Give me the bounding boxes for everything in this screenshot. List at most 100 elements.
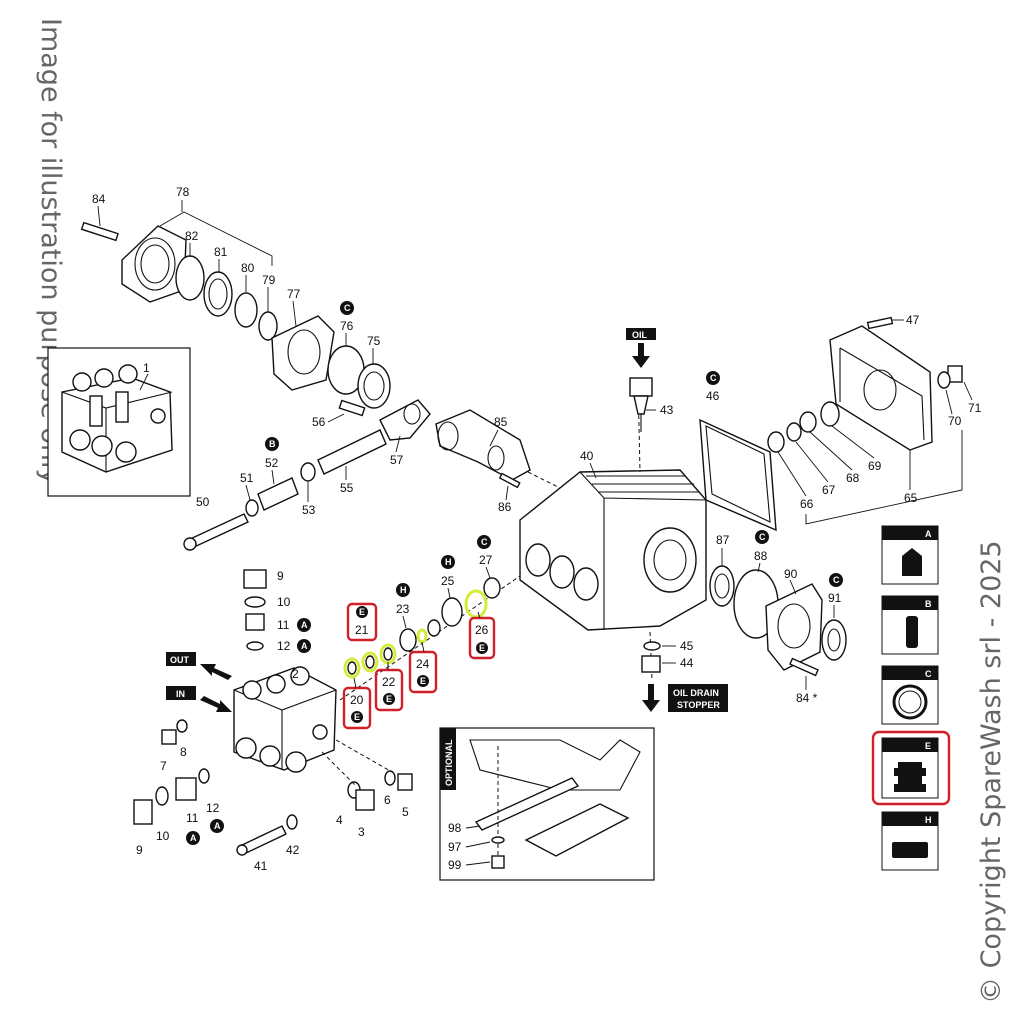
badge-c-76 xyxy=(340,301,354,315)
svg-text:A: A xyxy=(925,529,932,539)
part-label-11b: 11 xyxy=(186,811,199,825)
part-label-82: 82 xyxy=(185,229,199,243)
part-label-9b: 9 xyxy=(136,843,143,857)
badge-a-11a xyxy=(297,618,311,632)
part-label-90: 90 xyxy=(784,567,798,581)
legend-item-a: A xyxy=(881,525,939,585)
oil-tag xyxy=(626,328,656,340)
valve-cap-icon xyxy=(902,548,922,576)
plunger-icon xyxy=(906,616,918,648)
plug-7 xyxy=(161,729,177,745)
manifold xyxy=(233,666,337,773)
optional-tag-text: OPTIONAL xyxy=(444,739,454,786)
out-tag xyxy=(166,652,196,666)
oil-filler-plug xyxy=(629,377,653,432)
part-label-78: 78 xyxy=(176,185,190,199)
legend-item-e: E xyxy=(881,737,939,799)
part-label-70: 70 xyxy=(948,414,962,428)
part-label-20: 20 xyxy=(350,693,364,707)
part-label-71: 71 xyxy=(968,401,982,415)
badge-c-91-letter: C xyxy=(833,575,840,585)
badge-a-11b-letter: A xyxy=(190,833,197,843)
part-label-23: 23 xyxy=(396,602,410,616)
part-label-22: 22 xyxy=(382,675,396,689)
legend-e-highlight-box xyxy=(871,730,951,806)
legend-item-h: H xyxy=(881,811,939,871)
badge-e-22-letter: E xyxy=(386,694,392,704)
badge-e-21 xyxy=(356,606,368,618)
oil-arrow-icon xyxy=(632,343,650,368)
part-label-91: 91 xyxy=(828,591,842,605)
out-tag-text: OUT xyxy=(170,655,190,665)
cover-gasket xyxy=(699,418,777,532)
part-label-86: 86 xyxy=(498,500,512,514)
part-label-55: 55 xyxy=(340,481,354,495)
badge-h-25 xyxy=(441,555,455,569)
part-label-69: 69 xyxy=(868,459,882,473)
stopper-tag-text: STOPPER xyxy=(677,700,720,710)
part-label-87: 87 xyxy=(716,533,730,547)
part-label-42: 42 xyxy=(286,843,300,857)
part-label-79: 79 xyxy=(262,273,276,287)
part-label-97: 97 xyxy=(448,840,462,854)
valve-top xyxy=(245,613,265,631)
part-label-43: 43 xyxy=(660,403,674,417)
highlight-box-24 xyxy=(408,650,438,694)
part-label-7: 7 xyxy=(160,759,167,773)
badge-e-24 xyxy=(417,675,429,687)
part-label-10b: 10 xyxy=(156,829,170,843)
badge-b-52-letter: B xyxy=(269,439,276,449)
badge-c-76-letter: C xyxy=(344,303,351,313)
oil-drain-tag-text: OIL DRAIN xyxy=(673,688,719,698)
part-label-4: 4 xyxy=(336,813,343,827)
part-label-44: 44 xyxy=(680,656,694,670)
part-label-66: 66 xyxy=(800,497,814,511)
part-label-85: 85 xyxy=(494,415,508,429)
watermark-right: © Copyright SpareWash srl - 2025 xyxy=(976,540,1007,1004)
badge-c-46-letter: C xyxy=(710,373,717,383)
badge-c-91 xyxy=(829,573,843,587)
badge-e-26 xyxy=(476,642,488,654)
part-label-12b: 12 xyxy=(206,801,220,815)
packing-icon xyxy=(892,842,928,858)
badge-h-23-letter: H xyxy=(400,585,407,595)
badge-h-23 xyxy=(396,583,410,597)
valve-bottom xyxy=(175,777,197,801)
plug-5 xyxy=(397,773,413,791)
part-label-67: 67 xyxy=(822,483,836,497)
badge-c-88-letter: C xyxy=(759,532,766,542)
part-label-3: 3 xyxy=(358,825,365,839)
part-label-1: 1 xyxy=(143,361,150,375)
part-label-80: 80 xyxy=(241,261,255,275)
part-label-68: 68 xyxy=(846,471,860,485)
legend-item-c: C xyxy=(881,665,939,725)
oil-tag-text: OIL xyxy=(632,330,648,340)
part-label-81: 81 xyxy=(214,245,228,259)
part-label-27: 27 xyxy=(479,553,493,567)
part-label-98: 98 xyxy=(448,821,462,835)
part-label-6: 6 xyxy=(384,793,391,807)
in-arrow-icon xyxy=(200,696,232,712)
badge-c-46 xyxy=(706,371,720,385)
seal-kit-icon xyxy=(894,762,926,792)
part-label-21: 21 xyxy=(355,623,369,637)
drain-plug xyxy=(641,655,661,673)
badge-e-21-letter: E xyxy=(359,607,365,617)
part-label-12a: 12 xyxy=(277,639,291,653)
svg-text:H: H xyxy=(925,815,932,825)
badge-e-20-letter: E xyxy=(354,712,360,722)
part-label-84b: 84 * xyxy=(796,691,818,705)
badge-b-52 xyxy=(265,437,279,451)
drain-washer xyxy=(643,641,661,651)
highlight-box-22 xyxy=(374,668,404,712)
part-label-11a: 11 xyxy=(277,618,290,632)
highlight-box-21 xyxy=(346,602,378,642)
highlight-box-26 xyxy=(468,616,496,660)
part-label-25: 25 xyxy=(441,574,455,588)
part-label-75: 75 xyxy=(367,334,381,348)
part-label-99: 99 xyxy=(448,858,462,872)
part-label-50: 50 xyxy=(196,495,210,509)
highlight-box-20 xyxy=(342,686,372,730)
badge-c-27 xyxy=(477,535,491,549)
